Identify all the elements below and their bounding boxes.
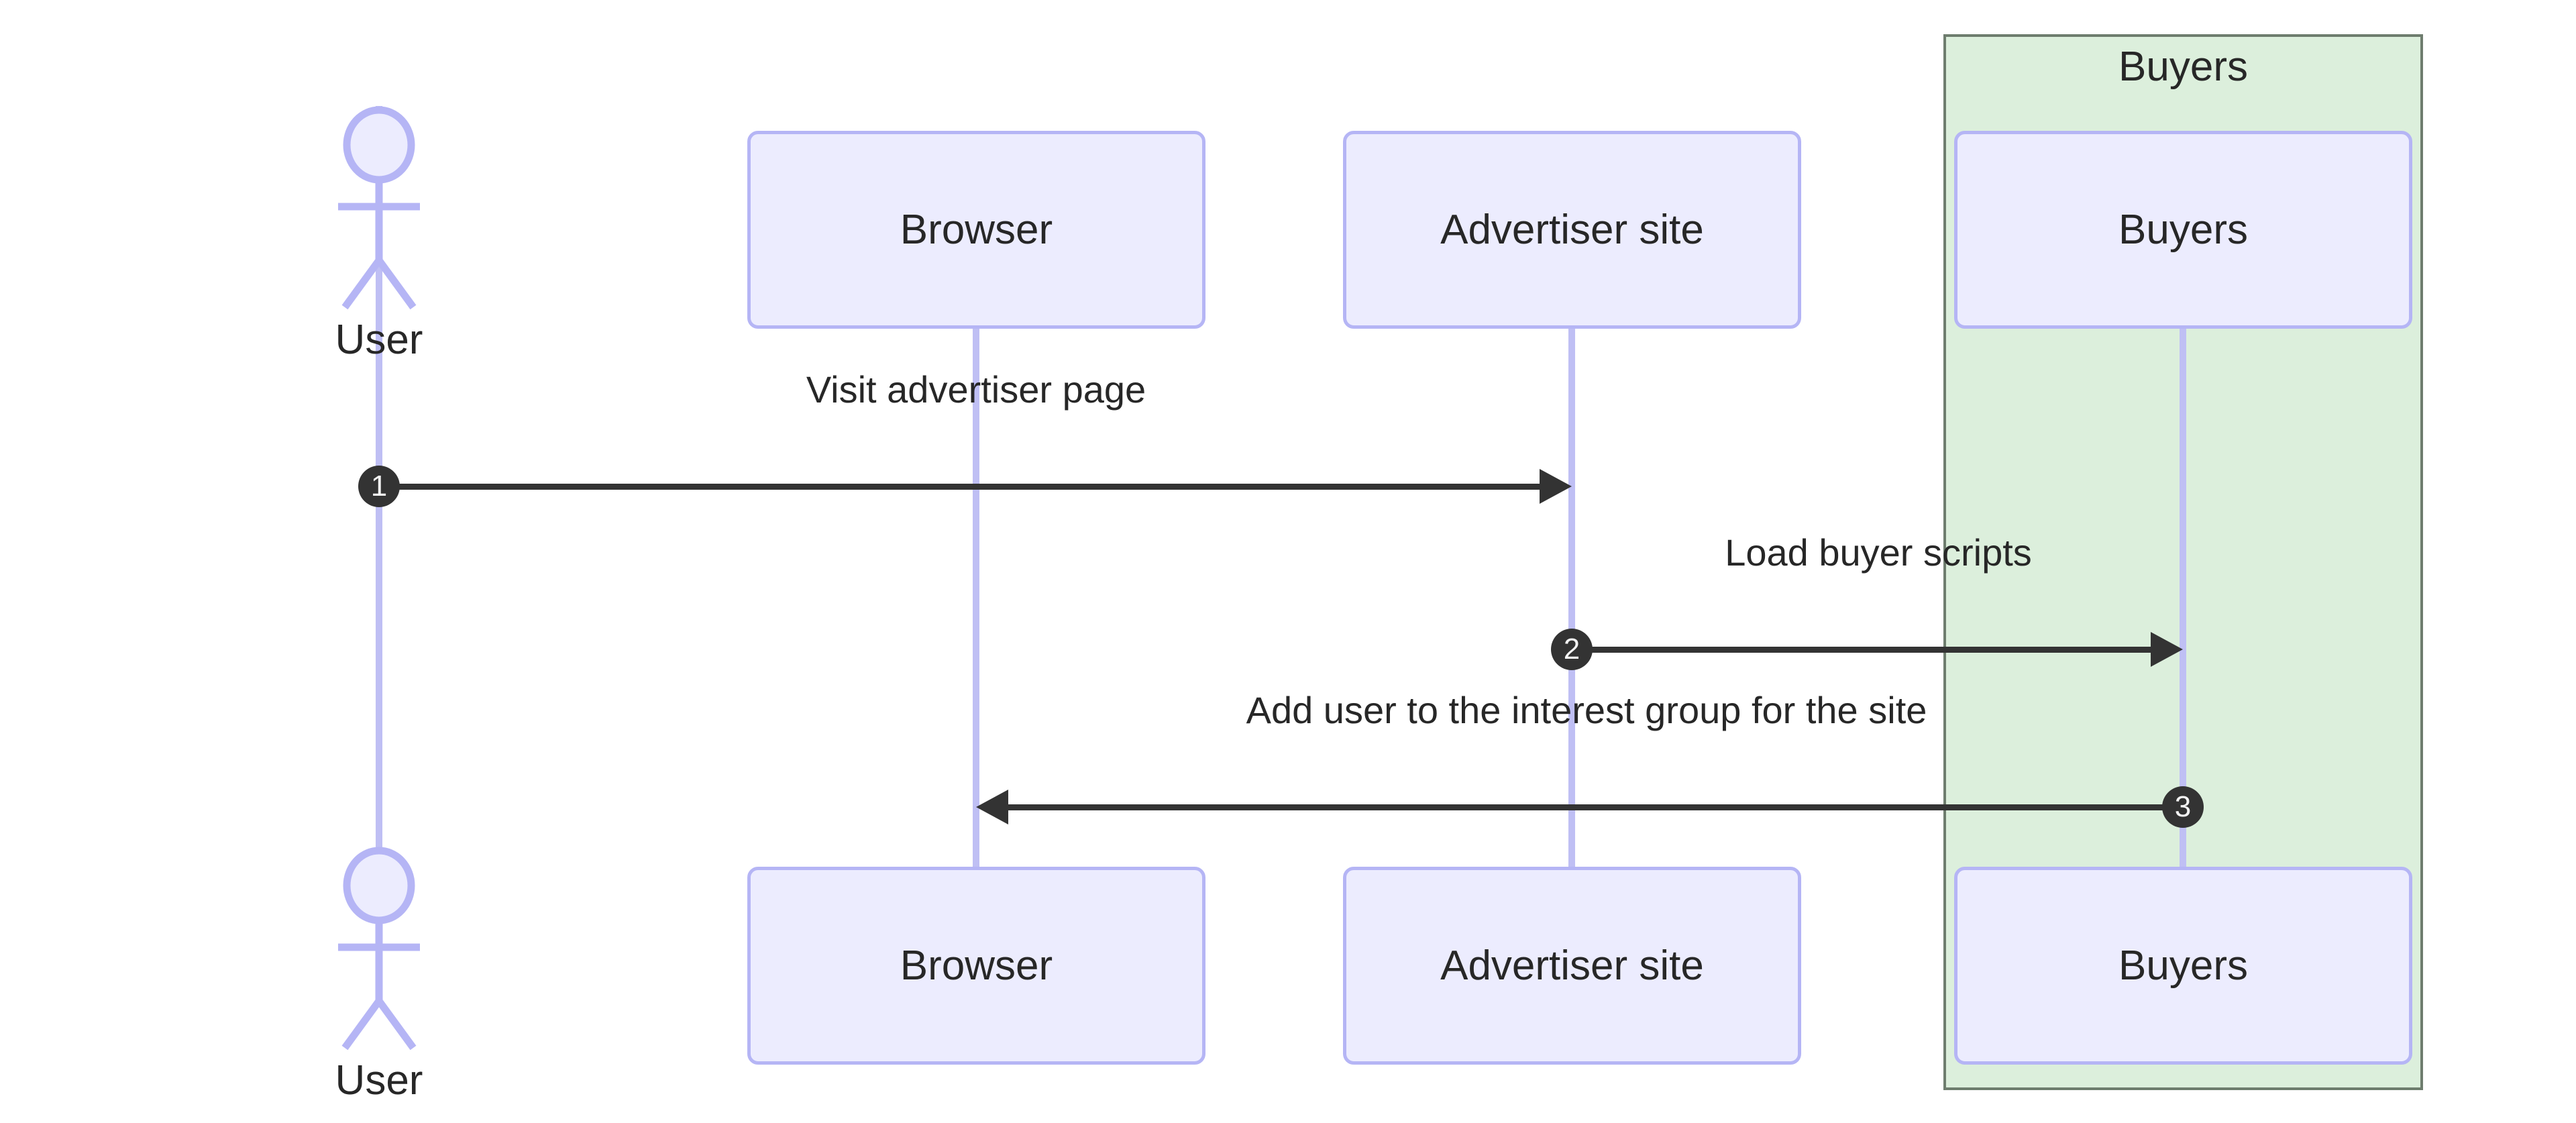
group-title: Buyers bbox=[2118, 44, 2248, 90]
user-actor-icon bbox=[338, 106, 420, 310]
actor-user-top: User bbox=[303, 106, 455, 374]
message-arrowhead-1 bbox=[1540, 469, 1572, 504]
participant-label-browser-top: Browser bbox=[900, 206, 1053, 253]
participant-label-buyers-bottom: Buyers bbox=[2118, 942, 2248, 989]
participant-label-browser-bottom: Browser bbox=[900, 942, 1053, 989]
participant-label-advertiser-bottom: Advertiser site bbox=[1440, 942, 1704, 989]
actor-user-bottom: User bbox=[303, 847, 455, 1115]
participant-browser-top[interactable]: Browser bbox=[747, 131, 1205, 329]
lifeline-buyers bbox=[2180, 161, 2186, 906]
message-line-2 bbox=[1572, 647, 2151, 653]
participant-browser-bottom[interactable]: Browser bbox=[747, 867, 1205, 1065]
message-label-2: Load buyer scripts bbox=[1725, 531, 2032, 574]
sequence-badge-3: 3 bbox=[2162, 786, 2204, 828]
sequence-badge-1: 1 bbox=[358, 466, 400, 507]
actor-label-user-top: User bbox=[335, 317, 423, 363]
participant-advertiser-bottom[interactable]: Advertiser site bbox=[1343, 867, 1801, 1065]
participant-label-advertiser-top: Advertiser site bbox=[1440, 206, 1704, 253]
message-label-1: Visit advertiser page bbox=[806, 368, 1146, 411]
participant-buyers-bottom[interactable]: Buyers bbox=[1954, 867, 2412, 1065]
lifeline-browser bbox=[973, 161, 979, 906]
participant-label-buyers-top: Buyers bbox=[2118, 206, 2248, 253]
message-label-3: Add user to the interest group for the s… bbox=[1246, 689, 1927, 731]
lifeline-user bbox=[376, 106, 382, 938]
participant-advertiser-top[interactable]: Advertiser site bbox=[1343, 131, 1801, 329]
message-arrowhead-3 bbox=[976, 790, 1008, 824]
participant-buyers-top[interactable]: Buyers bbox=[1954, 131, 2412, 329]
lifeline-advertiser bbox=[1568, 161, 1575, 906]
message-line-1 bbox=[379, 484, 1540, 490]
message-line-3 bbox=[1008, 804, 2183, 810]
user-actor-icon bbox=[338, 847, 420, 1051]
message-arrowhead-2 bbox=[2151, 632, 2183, 667]
sequence-badge-2: 2 bbox=[1551, 629, 1593, 670]
actor-label-user-bottom: User bbox=[335, 1057, 423, 1104]
